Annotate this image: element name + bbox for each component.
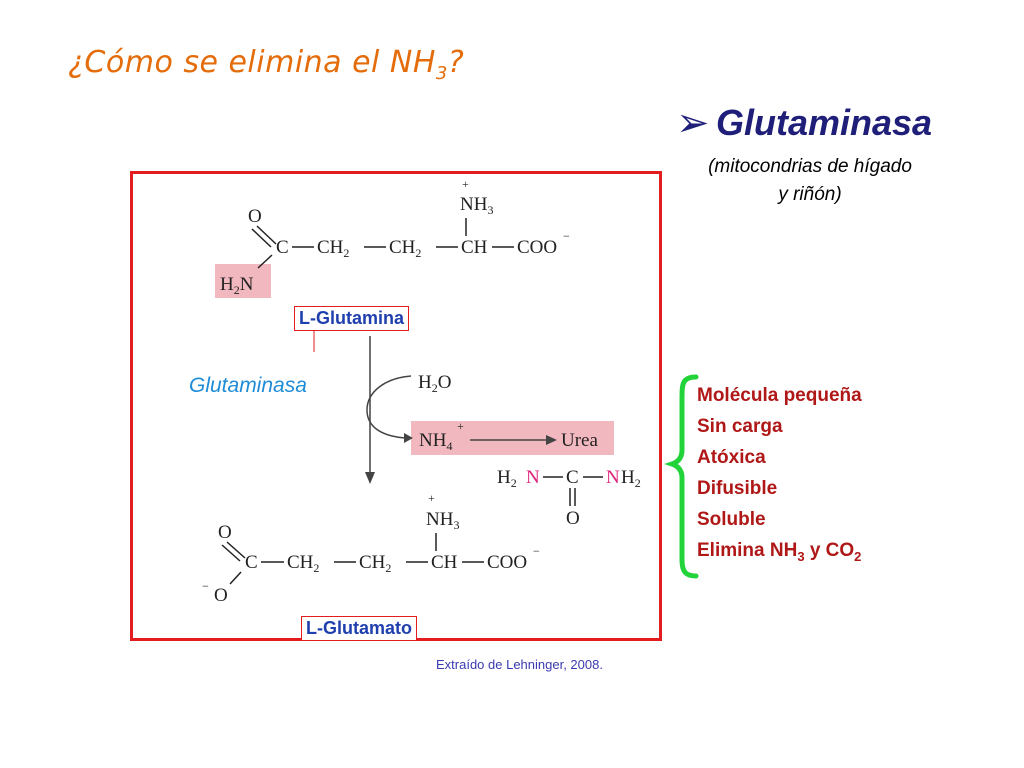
glutamine-ch: CH [461, 237, 488, 258]
ammonium-plus: + [457, 419, 464, 433]
slide-title: ¿Cómo se elimina el NH3? [68, 45, 465, 84]
glutamine-label: L-Glutamina [294, 306, 410, 331]
property-item: Sin carga [697, 416, 783, 437]
svg-text:NH3: NH3 [426, 509, 459, 532]
svg-text:O: O [218, 522, 232, 543]
glutamine-ch2-a: CH2 [317, 237, 349, 260]
heading-subtitle-line2: y riñón) [778, 184, 842, 205]
source-citation: Extraído de Lehninger, 2008. [436, 657, 603, 672]
glutamine-coo: COO [517, 237, 557, 258]
svg-text:−: − [533, 544, 540, 558]
nh4-urea-highlight [411, 421, 614, 455]
glutamine-ch2-b: CH2 [389, 237, 421, 260]
property-item: Difusible [697, 478, 778, 499]
ammonium-formula: NH4 [419, 430, 452, 453]
urea-c: C [566, 467, 579, 488]
svg-text:O: O [214, 585, 228, 606]
glutamine-nh3: NH3 [460, 194, 493, 217]
svg-text:H2: H2 [497, 467, 517, 490]
property-item-last: Elimina NH3 y CO2 [697, 540, 862, 564]
svg-text:O: O [566, 508, 580, 529]
glutamine-o: O [248, 206, 262, 227]
enzyme-label: Glutaminasa [189, 374, 307, 397]
svg-text:CH2: CH2 [359, 552, 391, 575]
svg-text:CH: CH [431, 552, 458, 573]
svg-text:COO: COO [487, 552, 527, 573]
property-item: Atóxica [697, 447, 766, 468]
svg-text:−: − [202, 579, 209, 593]
urea-n-left: N [526, 467, 540, 488]
urea-structure: H2 N C N H2 O [497, 467, 641, 529]
arrow-bullet-icon: ➢ [676, 100, 710, 146]
glutamine-structure: O C H2N CH2 CH2 CH + NH3 COO − [220, 177, 570, 297]
water-formula: H2O [418, 372, 451, 395]
property-item: Soluble [697, 509, 766, 530]
glutamine-plus: + [462, 177, 469, 191]
heading-subtitle: (mitocondrias de hígado y riñón) [660, 153, 960, 209]
glutamate-label: L-Glutamato [301, 616, 417, 641]
urea-properties-list: Molécula pequeña Sin carga Atóxica Difus… [697, 380, 862, 572]
svg-text:+: + [428, 491, 435, 505]
glutamine-minus: − [563, 229, 570, 243]
svg-text:H2: H2 [621, 467, 641, 490]
svg-text:C: C [245, 552, 258, 573]
h2n-highlight [215, 264, 271, 298]
property-item: Molécula pequeña [697, 385, 862, 406]
side-arrow [366, 375, 412, 439]
glutamine-h2n: H2N [220, 274, 254, 297]
urea-n-right: N [606, 467, 620, 488]
glutamine-c1: C [276, 237, 289, 258]
bracket-icon [664, 374, 699, 579]
svg-text:CH2: CH2 [287, 552, 319, 575]
heading-subtitle-line1: (mitocondrias de hígado [708, 156, 912, 177]
heading-enzyme: Glutaminasa [716, 102, 933, 143]
glutamate-structure: O C − O CH2 CH2 CH + NH3 COO − [202, 491, 540, 606]
urea-label: Urea [561, 430, 598, 451]
